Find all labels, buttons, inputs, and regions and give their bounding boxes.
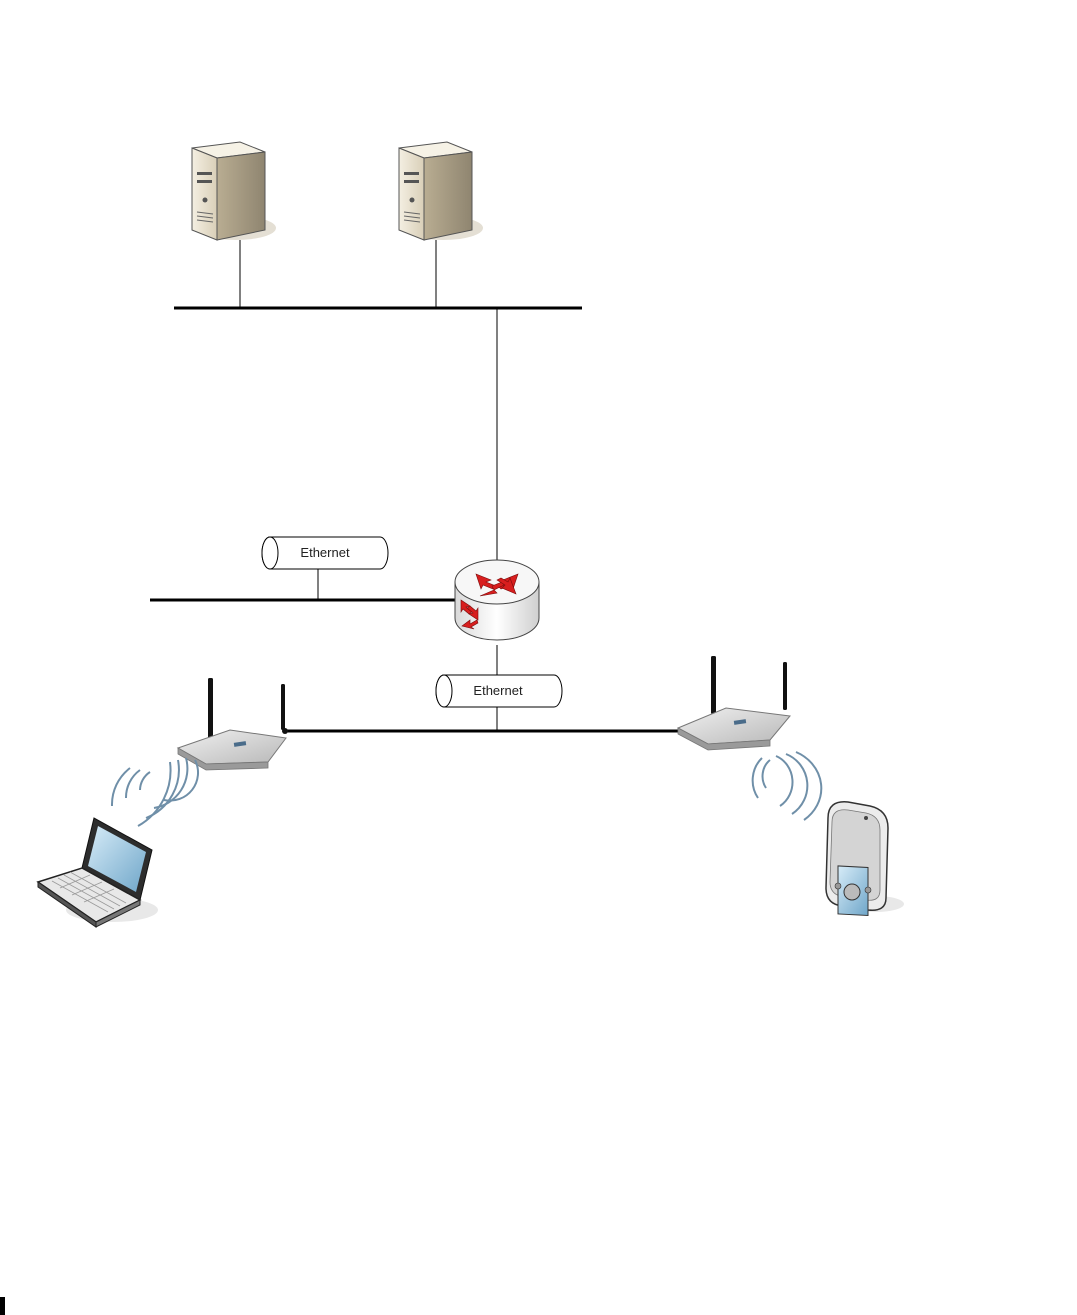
server-1: [192, 142, 276, 240]
access-point-left: [178, 678, 288, 770]
wireless-access-point-icon: [178, 678, 288, 770]
laptop: [38, 818, 158, 927]
router: [455, 560, 539, 640]
handheld-pda-icon: [826, 802, 904, 916]
laptop-icon: [38, 818, 158, 927]
wireless-signal-left-icon: [112, 758, 198, 826]
ethernet-label-2-text: Ethernet: [473, 683, 523, 698]
wireless-signal-right-icon: [753, 752, 822, 820]
ethernet-label-2: Ethernet: [436, 675, 562, 707]
ethernet-label-1: Ethernet: [262, 537, 388, 569]
page-edge-marker: [0, 1297, 5, 1315]
ethernet-label-1-text: Ethernet: [300, 545, 350, 560]
pda: [826, 802, 904, 916]
server-tower-icon: [399, 142, 483, 240]
wireless-access-point-icon: [678, 656, 790, 750]
access-point-right: [678, 656, 790, 750]
router-icon: [455, 560, 539, 640]
server-2: [399, 142, 483, 240]
server-tower-icon: [192, 142, 276, 240]
